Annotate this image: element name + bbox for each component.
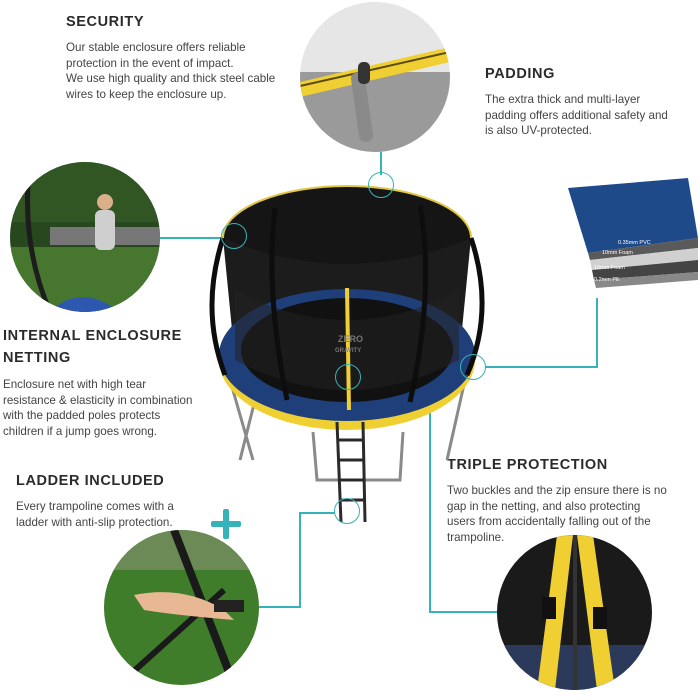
security-description: Our stable enclosure offers reliable pro… (66, 40, 306, 102)
padding-connector-horizontal (485, 366, 598, 368)
netting-description: Enclosure net with high tear resistance … (3, 377, 228, 439)
padding-line: padding offers additional safety and (485, 108, 668, 122)
security-detail-photo (300, 2, 450, 152)
security-line: wires to keep the enclosure up. (66, 87, 227, 101)
netting-highlight-ring (221, 223, 247, 249)
ladder-detail-photo (104, 530, 259, 685)
triple-connector-bottom (429, 611, 497, 613)
ladder-title: LADDER INCLUDED (16, 473, 165, 489)
ladder-connector-vertical (299, 512, 301, 608)
padding-title: PADDING (485, 66, 555, 82)
triple-protection-line: Two buckles and the zip ensure there is … (447, 484, 667, 497)
security-line: protection in the event of impact. (66, 56, 234, 70)
ladder-line: ladder with anti-slip protection. (16, 515, 173, 529)
zip-highlight-ring (335, 364, 361, 390)
security-title: SECURITY (66, 14, 145, 30)
security-highlight-ring (368, 172, 394, 198)
padding-line: The extra thick and multi-layer (485, 93, 641, 106)
padding-detail-photo: 0.35mm PVC 10mm Foam 10mm Foam 0.2mm PE (548, 148, 698, 298)
ladder-highlight-ring (334, 498, 360, 524)
padding-feature: PADDING The extra thick and multi-layer … (485, 64, 700, 139)
netting-line: with the padded poles protects (3, 409, 161, 422)
padding-layer-label: 10mm Foam (602, 250, 633, 256)
triple-protection-feature: TRIPLE PROTECTION Two buckles and the zi… (447, 455, 700, 545)
security-connector (380, 147, 382, 175)
triple-protection-line: trampoline. (447, 530, 505, 544)
netting-title-line: INTERNAL ENCLOSURE (3, 328, 182, 344)
netting-line: resistance & elasticity in combination (3, 393, 193, 407)
netting-detail-photo (10, 162, 160, 312)
ladder-description: Every trampoline comes with a ladder wit… (16, 499, 226, 530)
padding-line: is also UV-protected. (485, 124, 592, 137)
logo-top: ZERO (338, 334, 363, 344)
plus-icon (211, 509, 241, 539)
triple-protection-line: users from accidentally falling out of t… (447, 515, 651, 528)
triple-protection-detail-photo (497, 535, 652, 690)
ladder-connector-bottom (258, 606, 301, 608)
triple-connector-vertical (429, 377, 431, 613)
netting-title: INTERNAL ENCLOSURE NETTING (3, 325, 228, 369)
netting-line: Enclosure net with high tear (3, 378, 147, 391)
padding-layer-label: 10mm Foam (594, 265, 625, 271)
netting-line: children if a jump goes wrong. (3, 424, 158, 438)
triple-protection-description: Two buckles and the zip ensure there is … (447, 483, 700, 545)
security-line: We use high quality and thick steel cabl… (66, 72, 276, 85)
netting-title-line: NETTING (3, 350, 71, 366)
padding-highlight-ring (460, 354, 486, 380)
netting-feature: INTERNAL ENCLOSURE NETTING Enclosure net… (3, 325, 228, 439)
triple-protection-line: gap in the netting, and also protecting (447, 499, 641, 513)
security-feature: SECURITY Our stable enclosure offers rel… (66, 12, 306, 102)
logo-bottom: GRAVITY (335, 348, 361, 354)
padding-layer-label: 0.35mm PVC (618, 240, 651, 246)
triple-protection-title: TRIPLE PROTECTION (447, 457, 608, 473)
ladder-line: Every trampoline comes with a (16, 500, 174, 513)
padding-description: The extra thick and multi-layer padding … (485, 92, 700, 139)
padding-connector-vertical (596, 255, 598, 367)
netting-connector (160, 237, 222, 239)
trampoline-illustration: ZERO GRAVITY (209, 185, 485, 523)
ladder-connector-top (299, 512, 335, 514)
padding-layer-label: 0.2mm PE (594, 277, 620, 283)
security-line: Our stable enclosure offers reliable (66, 41, 246, 54)
ladder-feature: LADDER INCLUDED Every trampoline comes w… (16, 471, 226, 530)
